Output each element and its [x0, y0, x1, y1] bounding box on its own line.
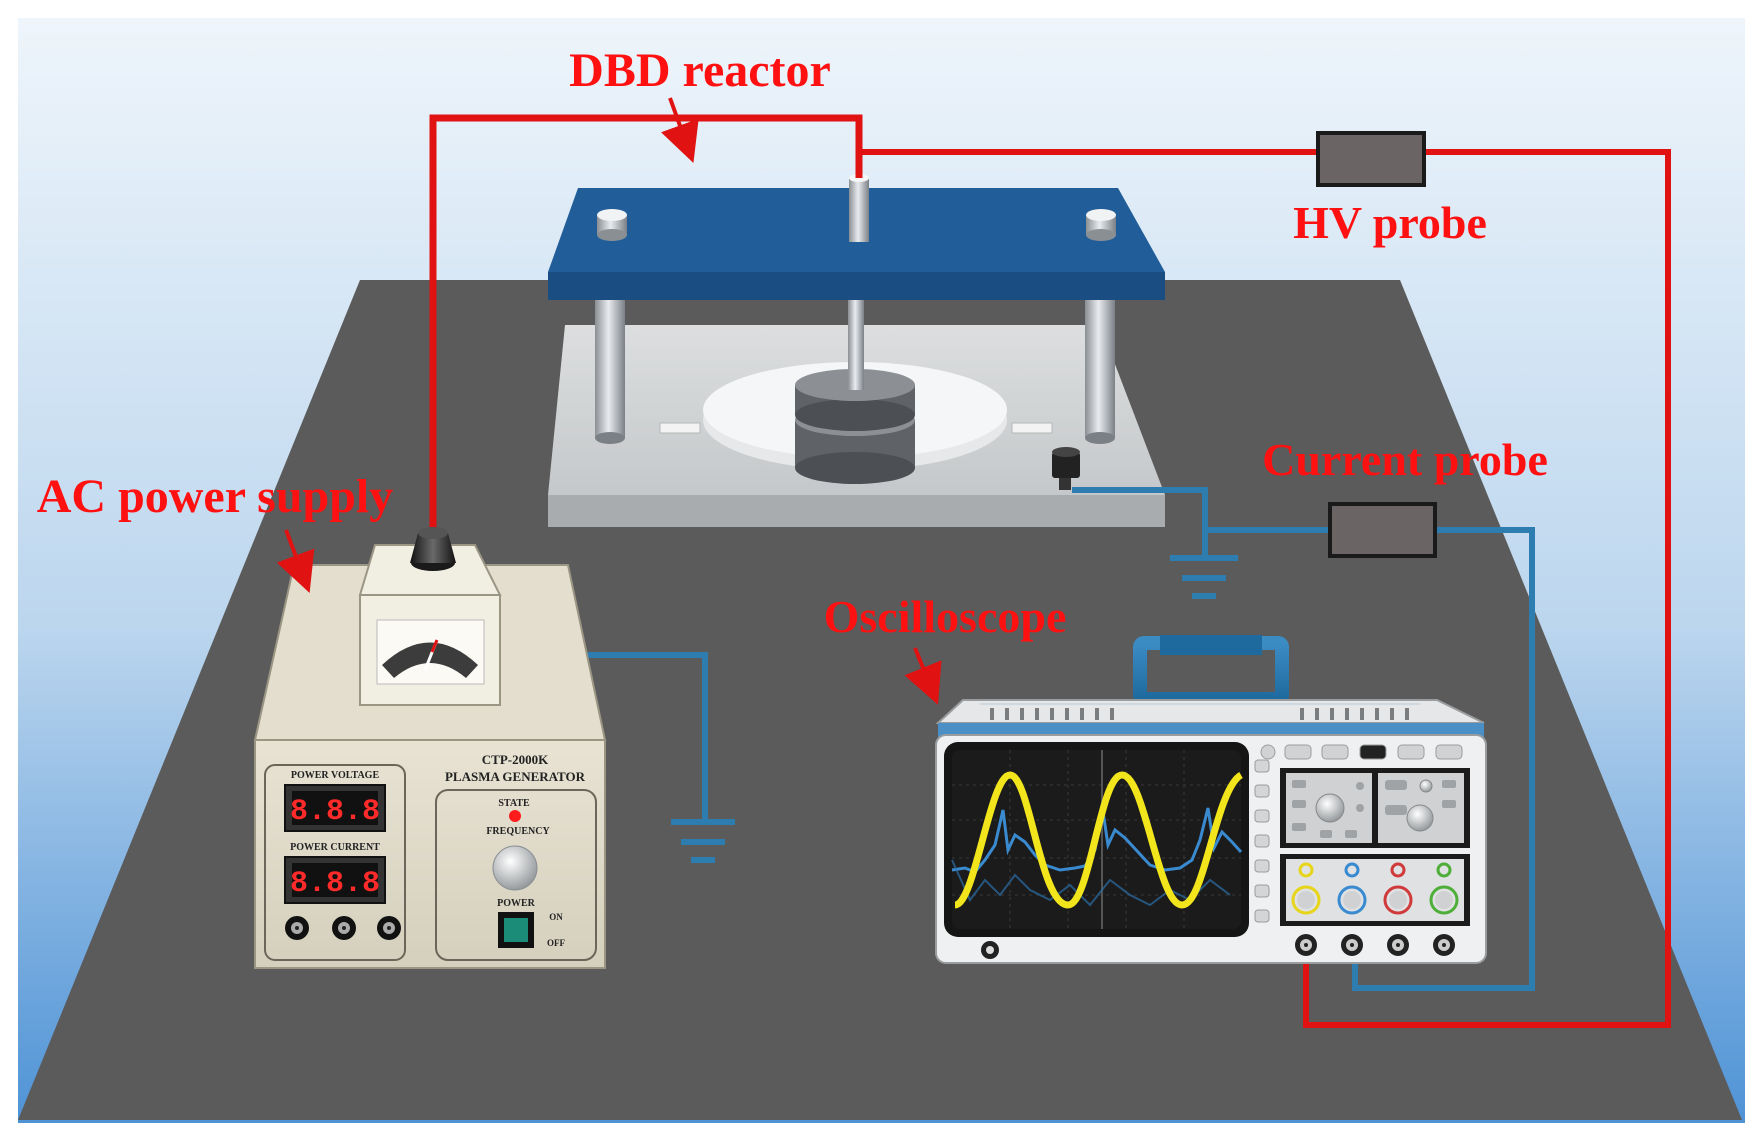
- label-current-probe: Current probe: [1262, 434, 1548, 485]
- ground-symbol: [1170, 555, 1238, 599]
- hv-terminal: [849, 178, 869, 242]
- label-dbd-reactor: DBD reactor: [569, 44, 831, 97]
- power-supply-front: [254, 739, 606, 969]
- ground-wire-reactor: [1072, 487, 1208, 535]
- power-current-label: POWER CURRENT: [290, 842, 380, 853]
- state-led: [509, 810, 521, 822]
- oscilloscope: [935, 635, 1487, 964]
- hv-output-knob[interactable]: [410, 533, 456, 563]
- on-label: ON: [549, 912, 563, 922]
- hv-wire-scope: [1303, 149, 1671, 1028]
- output-jacks: [285, 916, 401, 940]
- reactor-base-edge: [548, 495, 1165, 527]
- generator-name-label: PLASMA GENERATOR: [445, 769, 586, 784]
- power-voltage-label: POWER VOLTAGE: [291, 770, 380, 781]
- arrow-pointer: [904, 647, 942, 705]
- state-label: STATE: [498, 798, 530, 809]
- power-label: POWER: [497, 898, 536, 909]
- channel-selectors[interactable]: [1291, 862, 1459, 915]
- label-hv-probe: HV probe: [1293, 197, 1487, 248]
- model-label: CTP-2000K: [482, 752, 549, 767]
- scope-bnc-inputs[interactable]: [1295, 934, 1455, 956]
- ac-power-supply: POWER VOLTAGE 8.8.8 POWER CURRENT 8.8.8 …: [253, 527, 607, 969]
- reactor-pillar-left: [595, 300, 625, 438]
- reactor-pillar-right: [1085, 300, 1115, 438]
- voltage-trace: [953, 771, 1244, 909]
- arrow-pointer: [661, 97, 699, 164]
- current-signal-wire: [1352, 527, 1535, 991]
- off-label: OFF: [547, 938, 565, 948]
- label-ac-power-supply: AC power supply: [37, 470, 394, 523]
- wiring: [429, 114, 1671, 1028]
- ground-terminal: [1052, 452, 1080, 478]
- scope-top-buttons[interactable]: [1260, 744, 1463, 760]
- hv-probe-box: [1316, 131, 1426, 187]
- ground-symbol: [671, 819, 735, 863]
- dbd-reactor: [548, 174, 1165, 527]
- frequency-knob[interactable]: [492, 845, 538, 891]
- arrow-pointer: [276, 529, 315, 593]
- current-probe-box: [1328, 502, 1437, 558]
- hv-wire-supply: [429, 114, 863, 530]
- label-oscilloscope: Oscilloscope: [824, 591, 1067, 642]
- voltage-display: 8.8.8: [290, 795, 380, 829]
- current-display: 8.8.8: [290, 867, 380, 901]
- frequency-label: FREQUENCY: [486, 826, 550, 837]
